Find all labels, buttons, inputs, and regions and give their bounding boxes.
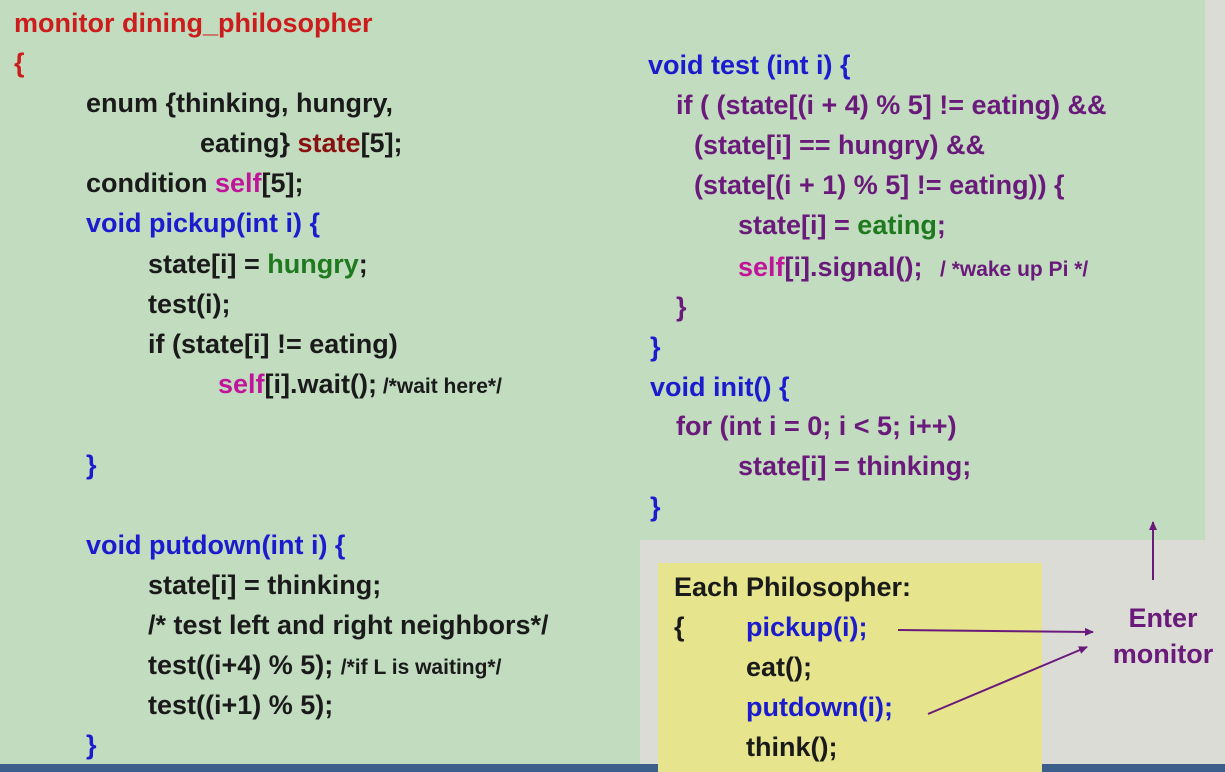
- enum-state: state: [297, 128, 361, 158]
- putdown-test-left: test((i+4) % 5);: [148, 650, 341, 680]
- putdown-line-1: state[i] = thinking;: [148, 570, 382, 600]
- init-line-2: state[i] = thinking;: [738, 451, 972, 481]
- test-state: state[i] =: [738, 210, 858, 240]
- test-line-2: (state[i] == hungry) &&: [694, 130, 986, 160]
- philosopher-putdown: putdown(i);: [746, 692, 893, 722]
- test-signature: void test (int i) {: [648, 50, 851, 80]
- enum-size: [5];: [360, 128, 403, 158]
- test-semicolon: ;: [936, 210, 946, 240]
- slide-background-lower: [0, 540, 640, 772]
- philosopher-eat: eat();: [746, 652, 812, 682]
- putdown-comment: /*if L is waiting*/: [340, 656, 502, 679]
- enter-label-line-1: Enter: [1128, 603, 1198, 633]
- enter-label-line-2: monitor: [1112, 639, 1214, 669]
- pickup-close-brace: }: [86, 450, 97, 480]
- init-close-brace: }: [650, 492, 661, 522]
- pickup-wait-comment: /*wait here*/: [377, 375, 502, 398]
- test-eating: eating: [857, 210, 937, 240]
- monitor-title: monitor dining_philosopher: [14, 8, 373, 38]
- condition-size: [5];: [261, 168, 304, 198]
- pickup-line-4: self[i].wait(); /*wait here*/: [218, 367, 502, 404]
- pickup-line-3: if (state[i] != eating): [148, 329, 398, 359]
- enum-line-1: enum {thinking, hungry,: [86, 88, 393, 118]
- philosopher-think: think();: [746, 732, 838, 762]
- philosopher-open-brace: {: [674, 612, 685, 642]
- test-line-3: (state[(i + 1) % 5] != eating)) {: [694, 170, 1065, 200]
- pickup-wait: [i].wait();: [264, 369, 378, 399]
- condition-keyword: condition: [86, 168, 215, 198]
- philosopher-box: [658, 563, 1042, 772]
- putdown-line-4: test((i+1) % 5);: [148, 690, 334, 720]
- init-signature: void init() {: [650, 372, 790, 402]
- pickup-line-1: state[i] = hungry;: [148, 247, 368, 281]
- test-line-1: if ( (state[(i + 4) % 5] != eating) &&: [676, 90, 1107, 120]
- philosopher-title: Each Philosopher:: [674, 572, 912, 602]
- philosopher-pickup: pickup(i);: [746, 612, 868, 642]
- test-signal-comment: / *wake up Pi */: [922, 258, 1089, 281]
- init-line-1: for (int i = 0; i < 5; i++): [676, 411, 957, 441]
- enum-eating: eating}: [200, 128, 298, 158]
- pickup-signature: void pickup(int i) {: [86, 208, 320, 238]
- pickup-hungry: hungry: [267, 249, 359, 279]
- test-signal: [i].signal();: [784, 252, 923, 282]
- pickup-state: state[i] =: [148, 249, 268, 279]
- condition-line: condition self[5];: [86, 166, 304, 200]
- putdown-close-brace: }: [86, 730, 97, 760]
- putdown-arrow: [927, 646, 1088, 715]
- enum-line-2: eating} state[5];: [200, 126, 403, 160]
- condition-self: self: [214, 168, 262, 198]
- test-line-4: state[i] = eating;: [738, 208, 946, 242]
- test-self: self: [738, 252, 785, 282]
- test-close-brace: }: [650, 332, 661, 362]
- putdown-line-3: test((i+4) % 5); /*if L is waiting*/: [148, 648, 501, 685]
- slide-background: [0, 0, 1205, 540]
- bottom-strip: [0, 764, 1225, 772]
- test-inner-close-brace: }: [676, 292, 687, 322]
- enter-monitor-label: Enter monitor: [1102, 600, 1224, 672]
- test-line-5: self[i].signal(); / *wake up Pi */: [738, 250, 1088, 287]
- monitor-open-brace: {: [14, 48, 25, 78]
- pickup-line-2: test(i);: [148, 289, 231, 319]
- putdown-line-2: /* test left and right neighbors*/: [148, 610, 549, 640]
- pickup-semicolon: ;: [358, 249, 368, 279]
- putdown-signature: void putdown(int i) {: [86, 530, 346, 560]
- pickup-arrow: [897, 627, 1094, 636]
- pickup-self: self: [218, 369, 265, 399]
